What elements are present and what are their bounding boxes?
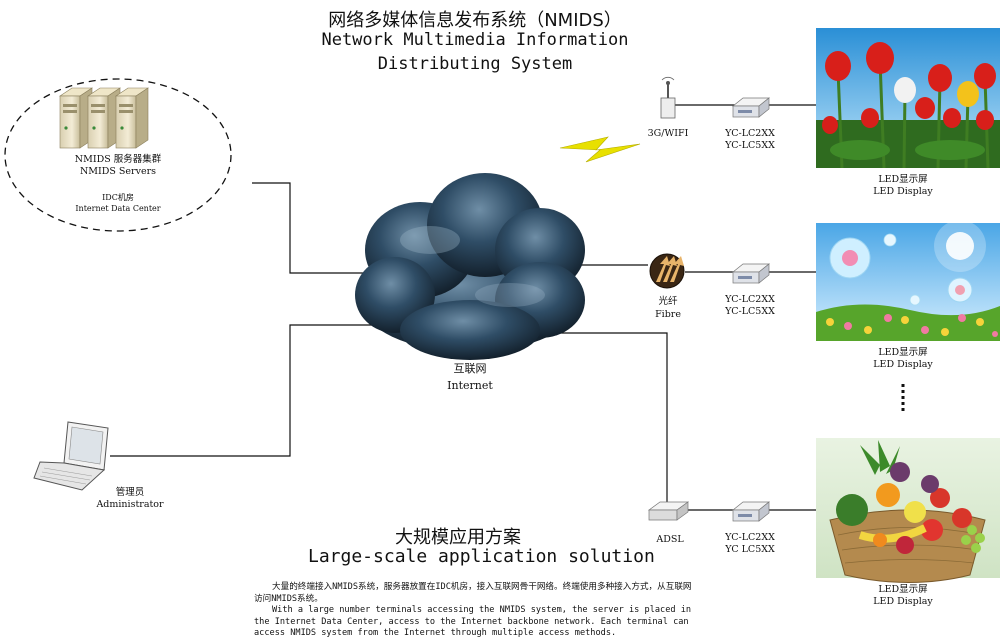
fibre-icon: [649, 253, 685, 289]
idc-label-cn: IDC机房: [102, 193, 134, 202]
idc-label-en: Internet Data Center: [75, 204, 161, 213]
controller-box-icon: [732, 97, 770, 522]
controller-2-model-1: YC-LC2XX: [725, 294, 775, 305]
solution-description-cn: 大量的终端接入NMIDS系统，服务器放置在IDC机房，接入互联网骨干网络。终端使…: [254, 582, 692, 604]
admin-label-en: Administrator: [96, 499, 164, 510]
controller-1-model-1: YC-LC2XX: [725, 128, 775, 139]
internet-label-cn: 互联网: [453, 362, 487, 375]
display-1-label-cn: LED显示屏: [878, 174, 928, 185]
solution-title-en: Large-scale application solution: [308, 546, 655, 567]
laptop-icon: [33, 421, 109, 491]
connection-lines: [110, 104, 816, 511]
admin-label-cn: 管理员: [115, 487, 145, 498]
internet-label-en: Internet: [447, 379, 493, 392]
controller-2-model-2: YC-LC5XX: [725, 306, 775, 317]
solution-description: 大量的终端接入NMIDS系统，服务器放置在IDC机房，接入互联网骨干网络。终端使…: [254, 582, 694, 640]
page-title-en: Network Multimedia Information Distribut…: [321, 30, 629, 74]
controller-3-model-1: YC-LC2XX: [725, 532, 775, 543]
adsl-modem-icon: [647, 501, 690, 521]
wifi-label: 3G/WIFI: [647, 128, 689, 139]
fibre-label-en: Fibre: [655, 309, 681, 320]
controller-1-model-2: YC-LC5XX: [725, 140, 775, 151]
display-1-label-en: LED Display: [873, 186, 933, 197]
adsl-label: ADSL: [656, 534, 684, 545]
lightning-bolt-icon: [559, 136, 641, 163]
server-icon: [59, 87, 149, 149]
line-admin-internet: [110, 324, 380, 457]
led-display-tulips-image: [816, 28, 1000, 169]
servers-label-cn: NMIDS 服务器集群: [74, 154, 162, 165]
antenna-icon: [660, 76, 676, 119]
display-2-label-cn: LED显示屏: [878, 347, 928, 358]
page-title-cn: 网络多媒体信息发布系统（NMIDS）: [328, 10, 622, 31]
line-servers-internet: [252, 182, 372, 274]
led-display-fruit-basket-image: [816, 438, 1000, 583]
solution-title-cn: 大规模应用方案: [395, 527, 521, 548]
line-internet-adsl: [540, 332, 668, 505]
display-2-label-en: LED Display: [873, 359, 933, 370]
fibre-label-cn: 光纤: [658, 296, 678, 307]
solution-description-en: With a large number terminals accessing …: [254, 605, 692, 638]
cloud-icon: [355, 173, 585, 360]
display-3-label-cn: LED显示屏: [878, 584, 928, 595]
idc-boundary: [4, 78, 232, 232]
led-display-meadow-image: [816, 220, 1000, 341]
controller-3-model-2: YC LC5XX: [725, 544, 775, 555]
servers-label-en: NMIDS Servers: [79, 166, 156, 177]
display-3-label-en: LED Display: [873, 596, 933, 607]
